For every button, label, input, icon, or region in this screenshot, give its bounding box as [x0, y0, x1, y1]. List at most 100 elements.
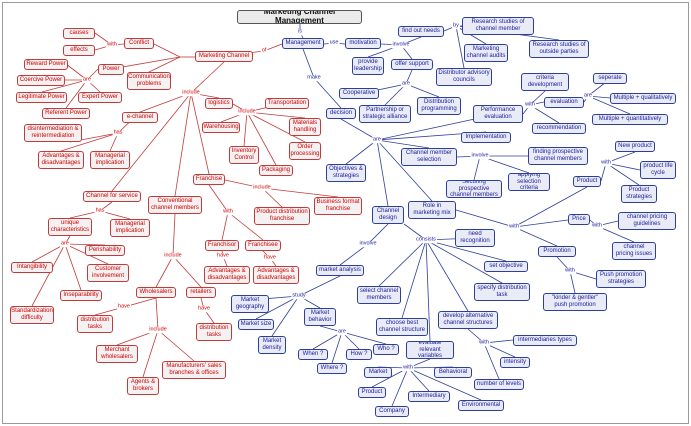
link-label-has-2: has — [94, 207, 106, 214]
node-push-promotion: Push promotion strategies — [596, 270, 646, 288]
connector-line — [109, 132, 119, 152]
node-when-q: When ? — [298, 349, 328, 360]
connector-line — [384, 83, 407, 106]
connector-line — [407, 367, 482, 401]
connector-line — [246, 111, 277, 166]
connector-line — [378, 239, 427, 287]
node-cooperative: Cooperative — [339, 88, 379, 99]
node-expert-power: Expert Power — [78, 92, 122, 103]
connector-line — [401, 239, 427, 319]
node-market: Market — [364, 367, 392, 378]
link-label-with-4: with — [508, 223, 520, 230]
node-wholesalers: Wholesalers — [136, 287, 176, 298]
connector-line — [246, 111, 306, 143]
node-merchant-wholesalers: Merchant wholesalers — [96, 345, 138, 363]
node-partnership: Partnership or strategic alliance — [359, 105, 411, 123]
node-materials-handling: Materials handling — [289, 118, 321, 136]
node-separate: seperate — [593, 73, 627, 84]
connector-line — [221, 211, 229, 241]
connector-line — [298, 275, 341, 297]
connector-line — [155, 255, 174, 288]
node-specify-distribution-task: specify distribution task — [474, 283, 530, 301]
node-research-studies-members: Research studies of channel member — [462, 17, 534, 35]
connector-line — [142, 329, 159, 378]
connector-line — [425, 239, 431, 342]
connector-line — [513, 226, 558, 247]
node-offer-support: offer support — [391, 59, 433, 70]
node-channel-for-service: Channel for service — [83, 191, 141, 202]
node-power: Power — [98, 64, 124, 75]
connector-line — [172, 213, 176, 257]
connector-line — [376, 139, 433, 202]
connector-line — [65, 79, 88, 109]
node-logistics: logistics — [205, 98, 233, 109]
node-choose-best: choose best channel structure — [376, 318, 428, 336]
node-research-outside: Research studies of outside parties — [529, 40, 589, 58]
node-behavioral: Behavioral — [434, 367, 472, 378]
connector-line — [513, 186, 588, 228]
node-multiple-qual: Multiple + qualitatively — [610, 93, 676, 104]
connector-line — [513, 219, 569, 228]
node-decision: decision — [326, 108, 356, 119]
node-criteria-development: criteria development — [521, 73, 569, 91]
node-managerial-impl-1: Managerial implication — [90, 151, 130, 169]
connector-line — [339, 243, 369, 266]
node-franchisee: Franchisee — [245, 240, 281, 251]
node-provide-leadership: provide leadership — [352, 57, 384, 75]
node-order-processing: Order processing — [289, 142, 321, 160]
link-label-with-9: with — [402, 364, 414, 371]
link-label-by: by — [452, 22, 460, 29]
connector-line — [407, 367, 430, 392]
node-implementation: Implementation — [461, 132, 511, 143]
node-manufacturers-sales: Manufacturers' sales branches & offices — [162, 361, 226, 379]
node-comm-problems: Communication problems — [127, 72, 171, 90]
node-pricing-issues: channel pricing issues — [612, 242, 656, 260]
node-product-strategies: Product strategies — [621, 185, 657, 203]
node-intangibility: Intangibility — [11, 262, 53, 273]
connector-line — [190, 61, 225, 94]
node-adv-disadv-2: Advantages & disadvantages — [204, 266, 250, 284]
node-distributor-councils: Distributor advisory councils — [436, 68, 492, 86]
node-channel-design: Channel design — [372, 206, 404, 224]
node-agents-brokers: Agents & brokers — [127, 377, 159, 395]
connector-line — [405, 83, 440, 98]
node-applying-criteria: applying selection criteria — [508, 173, 550, 191]
node-new-product: New product — [615, 141, 655, 152]
connector-line — [172, 255, 202, 288]
connector-line — [483, 342, 500, 380]
connector-line — [340, 118, 378, 141]
link-label-are-5: are — [372, 136, 382, 143]
node-set-objective: set objective — [484, 261, 528, 272]
connector-line — [391, 367, 409, 407]
connector-line — [376, 139, 389, 207]
node-inseparability: Inseparability — [60, 290, 102, 301]
link-label-study: study — [291, 292, 307, 299]
connector-line — [600, 162, 607, 182]
link-label-have-2: have — [263, 254, 277, 261]
connector-line — [605, 162, 640, 186]
node-managerial-impl-2: Managerial implication — [110, 219, 150, 237]
node-product-2: Product — [358, 387, 386, 398]
node-environmental: Environmental — [458, 400, 504, 411]
link-label-involve-1: involve — [391, 41, 411, 48]
node-need-recognition: need recognition — [455, 229, 495, 247]
connector-line — [341, 331, 360, 350]
link-label-include-4: include — [163, 252, 183, 259]
connector-line — [60, 132, 119, 152]
link-label-with-3: with — [524, 101, 536, 108]
connector-line — [341, 331, 387, 345]
node-e-channel: e-channel — [122, 112, 158, 123]
connector-line — [227, 211, 264, 241]
connector-line — [367, 223, 389, 245]
link-label-include-3: include — [252, 184, 272, 191]
node-adv-disadv-1: Advantages & disadvantages — [38, 151, 84, 169]
connector-line — [271, 295, 300, 337]
node-how-q: How ? — [346, 349, 372, 360]
node-select-channel-members: select channel members — [357, 286, 401, 304]
node-finding-prospective: finding prospective channel members — [528, 147, 588, 165]
connector-line — [376, 139, 430, 149]
diagram-title: Marketing Channel Management — [237, 10, 362, 24]
node-conflict: Conflict — [124, 38, 154, 49]
node-packaging: Packaging — [259, 165, 293, 176]
connector-line — [455, 25, 487, 45]
